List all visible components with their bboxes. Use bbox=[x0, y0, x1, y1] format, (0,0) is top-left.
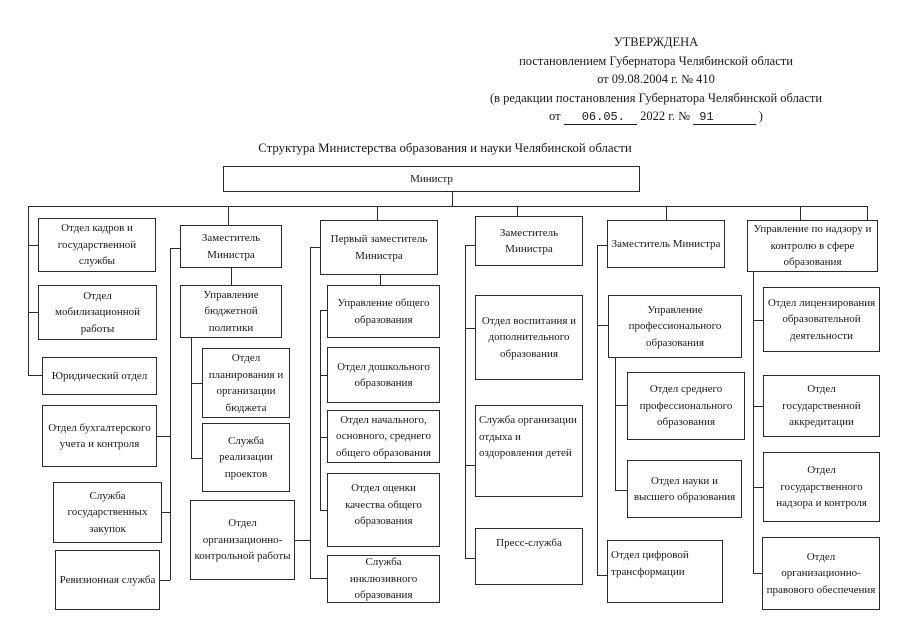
connector-line bbox=[320, 510, 327, 511]
connector-line bbox=[452, 192, 453, 207]
connector-line bbox=[157, 436, 170, 437]
connector-line bbox=[753, 406, 763, 407]
connector-line bbox=[170, 248, 180, 249]
box-minister: Министр bbox=[223, 166, 640, 192]
box-zamestitel-ministra-vospitanie: Заместитель Министра bbox=[475, 216, 583, 266]
box-otdel-org-kontrolnoy-raboty: Отдел организационно-контрольной работы bbox=[190, 500, 295, 580]
box-sluzhba-goszakupok: Служба государственных закупок bbox=[53, 482, 162, 543]
box-sluzhba-inkluzivnogo: Служба инклюзивного образования bbox=[327, 555, 440, 603]
number-fill-in: 91 bbox=[693, 110, 756, 125]
box-perviy-zamestitel-ministra: Первый заместитель Министра bbox=[320, 220, 438, 275]
box-sluzhba-otdyha-detey: Служба организации отдыха и оздоровления… bbox=[475, 405, 583, 497]
approval-line5-prefix: от bbox=[549, 109, 561, 123]
connector-line bbox=[753, 320, 763, 321]
approval-line-5: от 06.05. 2022 г. № 91 ) bbox=[420, 107, 892, 126]
box-zamestitel-ministra-prof: Заместитель Министра bbox=[607, 220, 725, 268]
connector-line bbox=[465, 328, 475, 329]
box-yuridicheskiy-otdel: Юридический отдел bbox=[42, 357, 157, 395]
date-fill-in: 06.05. bbox=[563, 110, 637, 125]
connector-line bbox=[170, 248, 171, 580]
box-zamestitel-ministra-budget: Заместитель Министра bbox=[180, 225, 282, 268]
connector-line bbox=[160, 580, 170, 581]
connector-line bbox=[867, 206, 868, 220]
connector-line bbox=[191, 383, 202, 384]
connector-line bbox=[28, 375, 42, 376]
page-title: Структура Министерства образования и нау… bbox=[258, 141, 632, 155]
connector-line bbox=[800, 206, 801, 220]
connector-line bbox=[597, 245, 598, 575]
connector-line bbox=[228, 206, 229, 225]
approval-line5-suffix: ) bbox=[758, 109, 763, 123]
box-otdel-mobilizacionnoy: Отдел мобилизационной работы bbox=[38, 285, 157, 340]
box-otdel-nauki-vysshego: Отдел науки и высшего образования bbox=[627, 460, 742, 518]
box-otdel-srednego-prof: Отдел среднего профессионального образов… bbox=[627, 372, 745, 440]
approval-line-2: постановлением Губернатора Челябинской о… bbox=[519, 53, 793, 68]
box-otdel-planirovaniya-budgeta: Отдел планирования и организации бюджета bbox=[202, 348, 290, 418]
box-revizionnaya-sluzhba: Ревизионная служба bbox=[55, 550, 160, 610]
box-otdel-licenzirovaniya: Отдел лицензирования образовательной дея… bbox=[763, 287, 880, 352]
box-upravlenie-nadzoru: Управление по надзору и контролю в сфере… bbox=[747, 220, 878, 272]
connector-line bbox=[465, 245, 466, 558]
box-otdel-buhgalterskogo: Отдел бухгалтерского учета и контроля bbox=[42, 405, 157, 467]
box-upravlenie-obshego-obrazovaniya: Управление общего образования bbox=[327, 285, 440, 338]
box-otdel-cifrovoy-transformacii: Отдел цифровой трансформации bbox=[607, 540, 723, 603]
connector-line bbox=[465, 465, 475, 466]
box-upravlenie-prof-obrazovaniya: Управление профессионального образования bbox=[608, 295, 742, 358]
connector-line bbox=[320, 310, 321, 510]
approval-line-1: УТВЕРЖДЕНА bbox=[613, 35, 699, 49]
connector-line bbox=[28, 245, 38, 246]
connector-line bbox=[597, 245, 607, 246]
connector-line bbox=[377, 206, 378, 220]
approval-line-4: (в редакции постановления Губернатора Че… bbox=[489, 90, 823, 105]
connector-line bbox=[615, 358, 616, 490]
connector-line bbox=[465, 245, 475, 246]
connector-line bbox=[310, 247, 320, 248]
box-upravlenie-budgetnoy-politiki: Управление бюджетной политики bbox=[180, 285, 282, 338]
box-otdel-ocenki-kachestva: Отдел оценки качества общего образования bbox=[327, 473, 440, 547]
connector-line bbox=[191, 458, 202, 459]
approval-block: УТВЕРЖДЕНА постановлением Губернатора Че… bbox=[420, 33, 892, 126]
connector-line bbox=[380, 275, 381, 285]
connector-line bbox=[597, 575, 607, 576]
connector-line bbox=[162, 512, 170, 513]
connector-line bbox=[191, 338, 192, 458]
connector-line bbox=[753, 573, 763, 574]
box-otdel-kadrov: Отдел кадров и государственной службы bbox=[38, 218, 156, 272]
connector-line bbox=[310, 247, 311, 578]
approval-line5-middle: 2022 г. № bbox=[640, 109, 691, 123]
connector-line bbox=[28, 206, 868, 207]
box-otdel-org-pravovogo: Отдел организационно-правового обеспечен… bbox=[762, 537, 880, 610]
box-otdel-gos-nadzora: Отдел государственного надзора и контрол… bbox=[763, 452, 880, 522]
box-sluzhba-realizacii-proektov: Служба реализации проектов bbox=[202, 423, 290, 492]
connector-line bbox=[465, 558, 475, 559]
connector-line bbox=[320, 437, 327, 438]
connector-line bbox=[231, 268, 232, 285]
connector-line bbox=[517, 206, 518, 216]
box-press-sluzhba: Пресс-служба bbox=[475, 528, 583, 585]
approval-line-3: от 09.08.2004 г. № 410 bbox=[597, 72, 715, 86]
box-otdel-nachalnogo-srednego: Отдел начального, основного, среднего об… bbox=[327, 410, 440, 463]
connector-line bbox=[615, 490, 627, 491]
connector-line bbox=[310, 578, 327, 579]
connector-line bbox=[295, 540, 310, 541]
connector-line bbox=[28, 312, 38, 313]
connector-line bbox=[753, 272, 754, 573]
connector-line bbox=[320, 375, 327, 376]
box-otdel-doshkolnogo: Отдел дошкольного образования bbox=[327, 347, 440, 403]
connector-line bbox=[28, 206, 29, 376]
box-otdel-vospitaniya: Отдел воспитания и дополнительного образ… bbox=[475, 295, 583, 380]
box-otdel-gos-akkreditacii: Отдел государственной аккредитации bbox=[763, 375, 880, 437]
connector-line bbox=[597, 325, 608, 326]
connector-line bbox=[320, 310, 327, 311]
connector-line bbox=[753, 487, 763, 488]
connector-line bbox=[615, 405, 627, 406]
connector-line bbox=[666, 206, 667, 220]
